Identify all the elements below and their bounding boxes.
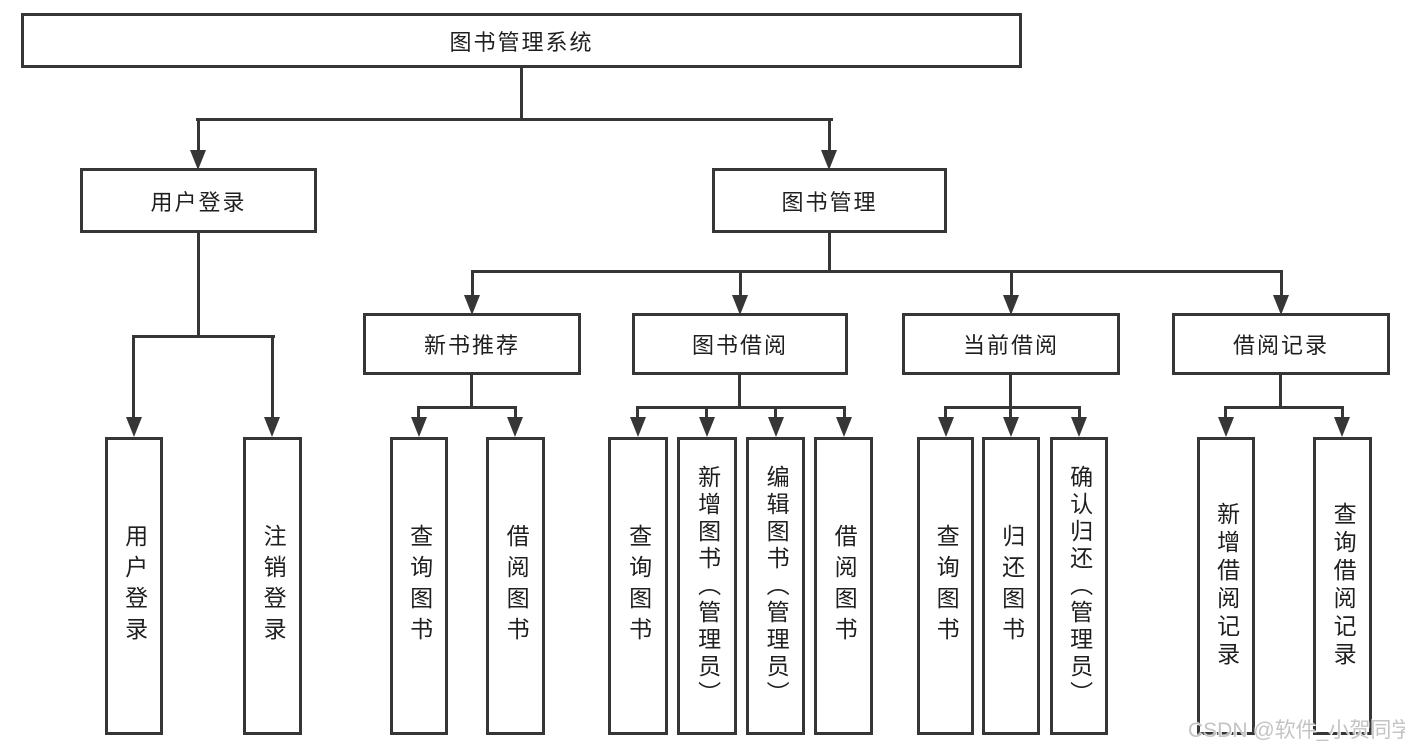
connector-vline bbox=[514, 406, 517, 424]
leaf-query-books: 查询图书 bbox=[390, 437, 448, 735]
connector-vline bbox=[843, 406, 846, 424]
connector-vline bbox=[470, 375, 473, 409]
connector-hline bbox=[636, 406, 846, 409]
leaf-query-books: 查询图书 bbox=[608, 437, 668, 735]
leaf-logout: 注销登录 bbox=[243, 437, 302, 735]
arrow-down-icon bbox=[821, 150, 837, 170]
arrow-down-icon bbox=[411, 417, 427, 437]
connector-vline bbox=[944, 406, 947, 424]
arrow-down-icon bbox=[938, 417, 954, 437]
connector-vline bbox=[636, 406, 639, 424]
leaf-edit-book-admin: 编辑图书（管理员） bbox=[746, 437, 805, 735]
leaf-label: 编辑图书（管理员） bbox=[763, 464, 790, 708]
arrow-down-icon bbox=[699, 417, 715, 437]
arrow-down-icon bbox=[264, 417, 280, 437]
leaf-label: 查询图书 bbox=[933, 524, 960, 648]
leaf-label: 借阅图书 bbox=[831, 524, 858, 648]
arrow-down-icon bbox=[190, 150, 206, 170]
connector-vline bbox=[271, 335, 274, 423]
arrow-down-icon bbox=[1003, 417, 1019, 437]
arrow-down-icon bbox=[732, 295, 748, 315]
leaf-label: 查询图书 bbox=[406, 524, 433, 648]
connector-vline bbox=[1224, 406, 1227, 424]
connector-vline bbox=[828, 118, 831, 156]
leaf-borrow-books: 借阅图书 bbox=[814, 437, 873, 735]
connector-vline bbox=[1009, 375, 1012, 409]
connector-vline bbox=[197, 233, 200, 338]
node-book-borrowing: 图书借阅 bbox=[632, 313, 848, 375]
csdn-watermark: CSDN @软件_小贺同学 bbox=[1188, 719, 1405, 742]
arrow-down-icon bbox=[1273, 295, 1289, 315]
connector-hline bbox=[1224, 406, 1344, 409]
arrow-down-icon bbox=[1071, 417, 1087, 437]
leaf-label: 确认归还（管理员） bbox=[1066, 464, 1093, 708]
connector-hline bbox=[944, 406, 1081, 409]
arrow-down-icon bbox=[768, 417, 784, 437]
connector-vline bbox=[1078, 406, 1081, 424]
leaf-confirm-return-admin: 确认归还（管理员） bbox=[1050, 437, 1108, 735]
leaf-label: 借阅图书 bbox=[503, 524, 530, 648]
connector-vline bbox=[1010, 270, 1013, 298]
node-new-book-recommend: 新书推荐 bbox=[363, 313, 581, 375]
connector-vline bbox=[1341, 406, 1344, 424]
connector-vline bbox=[738, 375, 741, 409]
node-borrowing-records: 借阅记录 bbox=[1172, 313, 1390, 375]
connector-vline bbox=[417, 406, 420, 424]
leaf-label: 查询借阅记录 bbox=[1330, 502, 1357, 670]
leaf-user-login: 用户登录 bbox=[105, 437, 163, 735]
arrow-down-icon bbox=[1218, 417, 1234, 437]
leaf-label: 注销登录 bbox=[260, 524, 287, 648]
leaf-query-books: 查询图书 bbox=[917, 437, 974, 735]
arrow-down-icon bbox=[464, 295, 480, 315]
leaf-add-book-admin: 新增图书（管理员） bbox=[677, 437, 737, 735]
arrow-down-icon bbox=[126, 417, 142, 437]
connector-vline bbox=[197, 118, 200, 156]
connector-vline bbox=[132, 335, 135, 423]
connector-vline bbox=[828, 233, 831, 273]
connector-vline bbox=[1279, 375, 1282, 409]
leaf-query-borrow-record: 查询借阅记录 bbox=[1313, 437, 1372, 735]
arrow-down-icon bbox=[1003, 295, 1019, 315]
connector-vline bbox=[774, 406, 777, 424]
connector-vline bbox=[471, 270, 474, 298]
leaf-label: 查询图书 bbox=[625, 524, 652, 648]
leaf-label: 新增借阅记录 bbox=[1213, 502, 1240, 670]
node-user-login: 用户登录 bbox=[80, 168, 317, 233]
arrow-down-icon bbox=[630, 417, 646, 437]
connector-hline bbox=[471, 270, 1283, 273]
connector-hline bbox=[132, 335, 275, 338]
leaf-add-borrow-record: 新增借阅记录 bbox=[1197, 437, 1255, 735]
arrow-down-icon bbox=[836, 417, 852, 437]
leaf-label: 归还图书 bbox=[998, 524, 1025, 648]
arrow-down-icon bbox=[507, 417, 523, 437]
node-root-system: 图书管理系统 bbox=[21, 13, 1022, 68]
node-current-borrowing: 当前借阅 bbox=[902, 313, 1120, 375]
leaf-label: 新增图书（管理员） bbox=[694, 464, 721, 708]
connector-vline bbox=[705, 406, 708, 424]
arrow-down-icon bbox=[1334, 417, 1350, 437]
leaf-label: 用户登录 bbox=[121, 524, 148, 648]
leaf-return-books: 归还图书 bbox=[982, 437, 1040, 735]
leaf-borrow-books: 借阅图书 bbox=[486, 437, 545, 735]
node-book-management: 图书管理 bbox=[712, 168, 947, 233]
connector-hline bbox=[196, 118, 833, 121]
connector-vline bbox=[739, 270, 742, 298]
connector-hline bbox=[417, 406, 517, 409]
connector-vline bbox=[1009, 406, 1012, 424]
connector-vline bbox=[520, 68, 523, 121]
connector-vline bbox=[1280, 270, 1283, 298]
